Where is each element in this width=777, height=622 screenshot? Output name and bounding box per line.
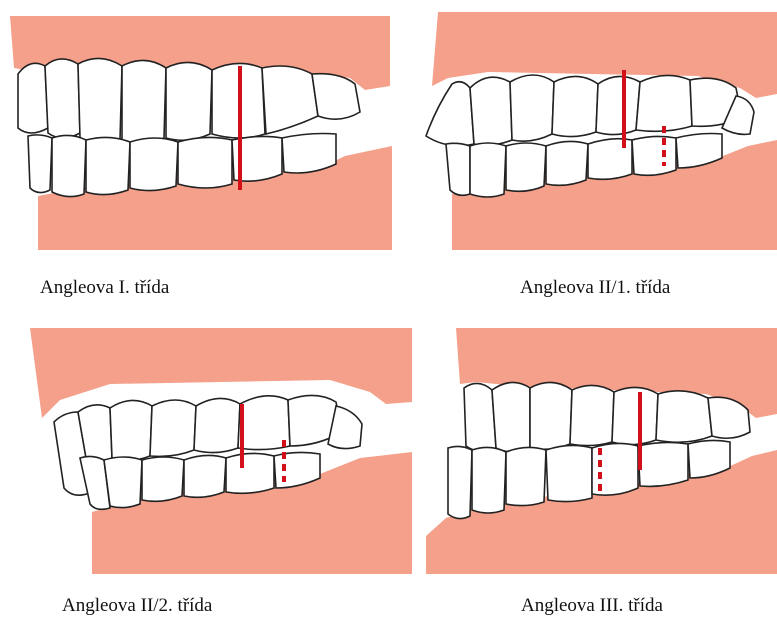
occlusion-diagram-class-2-1: [418, 8, 777, 250]
caption-class-3: Angleova III. třída: [521, 595, 663, 617]
occlusion-diagram-class-1: [0, 8, 392, 250]
caption-class-2-1: Angleova II/1. třída: [520, 277, 670, 299]
caption-class-1: Angleova I. třída: [40, 277, 169, 299]
caption-class-2-2: Angleova II/2. třída: [62, 595, 212, 617]
occlusion-diagram-class-2-2: [30, 328, 412, 574]
occlusion-diagram-class-3: [426, 328, 777, 574]
